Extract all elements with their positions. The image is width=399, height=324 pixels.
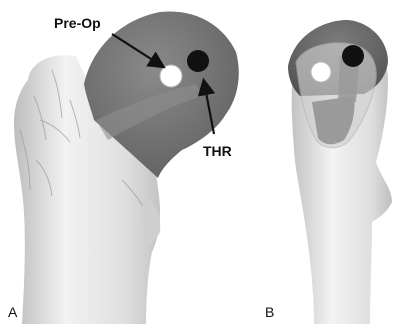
panel-a-femur [14, 11, 239, 324]
pre-op-marker [160, 65, 182, 87]
panel-b-femur [288, 20, 392, 324]
thr-label: THR [203, 144, 232, 158]
panel-b-label: B [265, 305, 274, 319]
thr-marker [187, 50, 209, 72]
pre-op-label: Pre-Op [54, 16, 101, 30]
thr-marker-b [342, 45, 364, 67]
panel-a-label: A [8, 305, 17, 319]
pre-op-marker-b [311, 62, 331, 82]
